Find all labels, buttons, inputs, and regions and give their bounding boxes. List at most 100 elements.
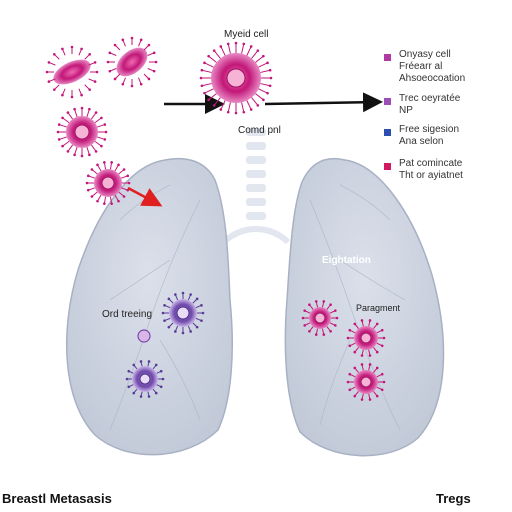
cell-spike-tip (113, 77, 117, 81)
cell-spike-tip (88, 107, 91, 111)
cell-spike (220, 46, 226, 56)
cell-spike-tip (154, 391, 158, 395)
cell-spike-tip (110, 161, 113, 164)
cell-spike-tip (262, 54, 265, 58)
cell-spike (91, 144, 97, 152)
cell-spike-tip (368, 319, 372, 322)
cell-spike (91, 112, 97, 120)
cell-spike-tip (375, 394, 379, 398)
cell-spike-tip (268, 68, 272, 72)
cell-spike-tip (219, 108, 223, 111)
cell-spike-tip (122, 195, 126, 198)
cell-spike (220, 100, 226, 110)
cell-spike (204, 62, 214, 68)
cell-spike (67, 144, 73, 152)
cell-spike-tip (104, 130, 108, 134)
cell-spike-tip (70, 45, 74, 49)
legend-swatch (384, 129, 391, 136)
cell-spike-tip (219, 45, 223, 48)
cell-spike-tip (57, 138, 61, 141)
cell-spike-tip (93, 80, 97, 83)
cell-spike-tip (368, 354, 372, 357)
cell-spike-tip (334, 324, 337, 327)
cell-spike (246, 46, 252, 56)
cell-spike-tip (108, 69, 112, 73)
cell-spike-tip (103, 161, 106, 164)
cell-spike-tip (126, 174, 130, 178)
cell-spike-tip (57, 123, 61, 126)
legend-text: Trec oeyratée NP (399, 93, 461, 116)
cell-spike-tip (303, 324, 306, 327)
cell-spike-tip (380, 344, 384, 348)
cell-spike-tip (200, 304, 203, 307)
cell-spike-tip (103, 138, 107, 141)
cell-spike-tip (199, 76, 203, 80)
legend-swatch (384, 163, 391, 170)
cell-spike (97, 136, 105, 140)
cell-spike-tip (200, 319, 203, 322)
legend-text: Onyasy cell Fréearr al Ahsoeocoation (399, 49, 466, 84)
purple-cell-icon (169, 299, 197, 327)
cell-spike-tip (329, 303, 332, 307)
cell-spike-tip (88, 88, 91, 91)
cell-spike-tip (314, 300, 318, 303)
cell-spike-tip (163, 319, 166, 322)
cell-spike-tip (139, 82, 143, 86)
cell-spike-tip (94, 111, 98, 114)
cell-spike-tip (301, 316, 305, 320)
bottom-left-label: Breastl Metasasis (2, 491, 112, 506)
round-cell-icon (66, 116, 98, 148)
cell-spike-tip (360, 354, 364, 357)
cell-spike-tip (154, 60, 158, 64)
cell-spike-tip (382, 380, 386, 384)
cell-spike-tip (207, 98, 210, 102)
cell-spike (74, 109, 78, 117)
cell-spike (59, 124, 67, 128)
cell-spike-tip (61, 116, 64, 120)
cell-spike-tip (161, 377, 165, 381)
cell-spike-tip (117, 199, 120, 203)
cell-spike-tip (269, 76, 273, 80)
cell-spike (86, 147, 90, 155)
cell-spike-tip (147, 43, 151, 47)
cell-spike-tip (346, 336, 350, 340)
cell-spike-tip (167, 325, 171, 329)
cell-spike-tip (314, 333, 318, 336)
cell-spike (201, 83, 212, 87)
legend-text: Free sigesion Ana selon (399, 124, 460, 147)
cell-spike-tip (207, 54, 210, 58)
cell-spike-tip (266, 91, 269, 95)
cell-spike-tip (152, 51, 156, 55)
cell-spike-tip (163, 304, 166, 307)
cell-spike-tip (382, 336, 386, 340)
cell-spike-tip (308, 329, 311, 333)
cell-spike-tip (195, 297, 199, 301)
cell-spike-tip (66, 111, 70, 114)
cell-spike (213, 50, 221, 59)
bottom-right-label: Tregs (436, 491, 471, 506)
cell-spike-tip (100, 144, 103, 148)
cell-spike-tip (353, 394, 357, 398)
cell-spike (241, 102, 245, 113)
cell-spike-tip (86, 188, 90, 192)
cell-spike (62, 141, 70, 147)
cell-spike-tip (256, 49, 260, 52)
cell-spike (94, 141, 102, 147)
purple-cell-icon (132, 366, 158, 392)
cell-spike-tip (181, 331, 185, 335)
cell-spike-tip (174, 330, 177, 333)
cell-spike-tip (154, 363, 158, 367)
cell-spike-tip (375, 366, 379, 370)
cell-spike-tip (47, 61, 51, 64)
cell-spike-tip (86, 174, 90, 178)
cell-spike-tip (127, 181, 131, 185)
cell-spike-tip (335, 316, 339, 320)
cell-spike (213, 97, 221, 106)
cell-spike-tip (125, 377, 129, 381)
cell-spike-tip (380, 328, 384, 332)
cell-spike (227, 102, 231, 113)
cell-spike-tip (132, 391, 136, 395)
cell-spike-tip (195, 325, 199, 329)
cell-spike-tip (80, 106, 84, 110)
cell-spike-tip (121, 38, 125, 42)
